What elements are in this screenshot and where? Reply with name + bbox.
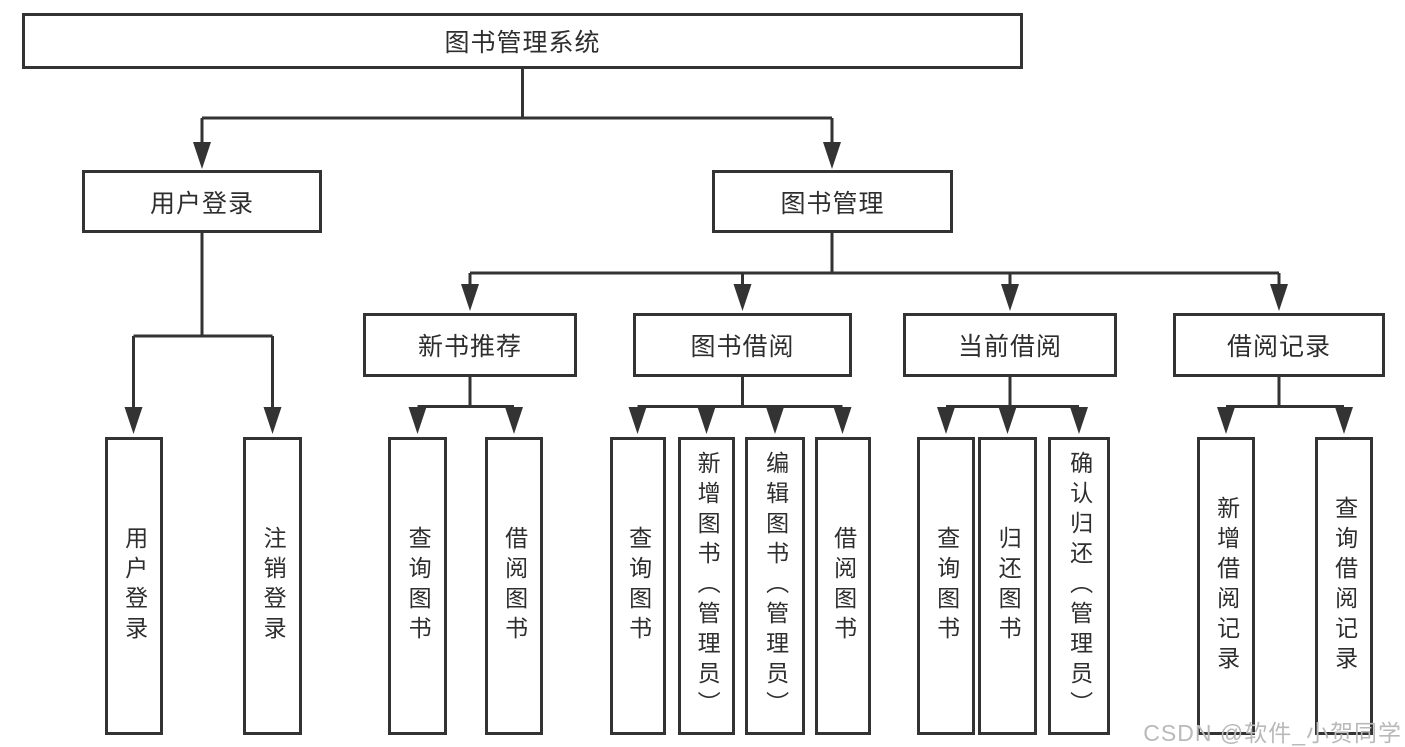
node-edit-books-admin: 编辑图书（管理员） xyxy=(745,437,805,735)
arrowhead xyxy=(1070,407,1088,434)
arrowhead xyxy=(628,407,647,434)
arrowhead xyxy=(1001,284,1019,311)
node-book-management: 图书管理 xyxy=(712,170,953,233)
node-new-book-recommend: 新书推荐 xyxy=(363,313,577,377)
node-query-books: 查询图书 xyxy=(917,437,975,735)
connector-book-management xyxy=(468,233,1281,288)
arrowhead xyxy=(505,407,523,434)
node-query-borrow-record: 查询借阅记录 xyxy=(1315,437,1373,735)
node-query-books: 查询图书 xyxy=(610,437,666,735)
node-return-books: 归还图书 xyxy=(978,437,1037,735)
node-current-borrow: 当前借阅 xyxy=(903,313,1117,377)
csdn-watermark: CSDN @软件_小贺同学 xyxy=(1143,720,1402,746)
node-logout: 注销登录 xyxy=(243,437,302,735)
connector-borrow-records xyxy=(1226,377,1344,408)
node-user-login: 用户登录 xyxy=(82,170,322,233)
arrowhead xyxy=(1217,407,1235,434)
arrowhead xyxy=(1270,284,1288,311)
connector-current-borrow xyxy=(946,377,1079,408)
arrowhead xyxy=(124,407,143,434)
arrowhead xyxy=(263,407,282,434)
node-user-login-action: 用户登录 xyxy=(105,437,163,735)
node-book-borrow: 图书借阅 xyxy=(633,313,852,377)
node-query-books: 查询图书 xyxy=(388,437,447,735)
arrowhead xyxy=(461,284,479,311)
node-add-books-admin: 新增图书（管理员） xyxy=(678,437,735,735)
arrowheads xyxy=(124,142,1353,434)
arrowhead xyxy=(1335,407,1353,434)
arrowhead xyxy=(733,284,752,311)
arrowhead xyxy=(408,407,427,434)
arrowhead xyxy=(697,407,716,434)
connector-book-borrow xyxy=(637,377,843,408)
node-confirm-return-admin: 确认归还（管理员） xyxy=(1048,437,1110,735)
connector-new-book xyxy=(417,377,514,408)
arrowhead xyxy=(193,142,211,169)
node-library-system: 图书管理系统 xyxy=(22,13,1023,69)
node-add-borrow-record: 新增借阅记录 xyxy=(1197,437,1255,735)
connector-user-login xyxy=(132,233,274,409)
arrowhead xyxy=(823,142,841,169)
node-borrow-books: 借阅图书 xyxy=(815,437,871,735)
arrowhead xyxy=(998,407,1017,434)
arrowhead xyxy=(937,407,955,434)
arrowhead xyxy=(766,407,784,434)
connector-root xyxy=(200,68,834,145)
node-borrow-books: 借阅图书 xyxy=(485,437,543,735)
arrowhead xyxy=(833,407,852,434)
node-borrow-records: 借阅记录 xyxy=(1173,313,1385,377)
